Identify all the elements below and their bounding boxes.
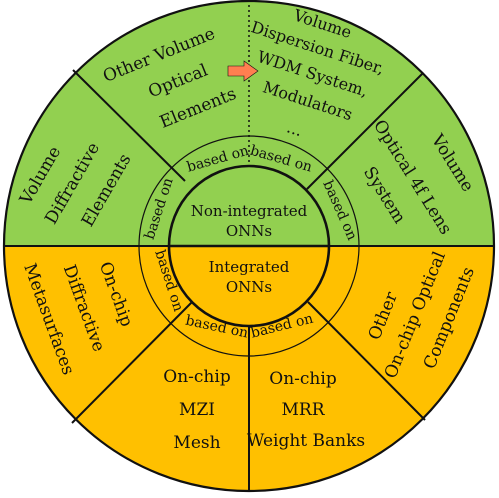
upper-half-background [4, 1, 494, 246]
center-lower-label-1: Integrated [209, 258, 290, 276]
sector-onchip-mrr: On-chip MRR Weight Banks [247, 369, 365, 451]
svg-text:MRR: MRR [281, 400, 325, 420]
svg-text:Mesh: Mesh [173, 433, 220, 453]
svg-text:Weight Banks: Weight Banks [247, 431, 365, 451]
sector-onchip-mzi: On-chip MZI Mesh [163, 367, 231, 453]
center-upper-label-2: ONNs [226, 222, 272, 240]
divider-upper-right [306, 72, 424, 190]
divider-lower-left [71, 299, 195, 424]
inner-lower-background [169, 246, 329, 326]
svg-text:On-chip: On-chip [269, 369, 337, 389]
inner-upper-background [169, 166, 329, 246]
center-upper-label-1: Non-integrated [191, 202, 308, 220]
center-lower-label-2: ONNs [226, 278, 272, 296]
divider-lower-right [307, 301, 426, 421]
divider-upper-left [72, 69, 186, 182]
svg-text:...: ... [285, 117, 305, 140]
svg-text:On-chip: On-chip [163, 367, 231, 387]
right-arrow-icon [227, 60, 259, 82]
svg-text:MZI: MZI [179, 400, 215, 420]
